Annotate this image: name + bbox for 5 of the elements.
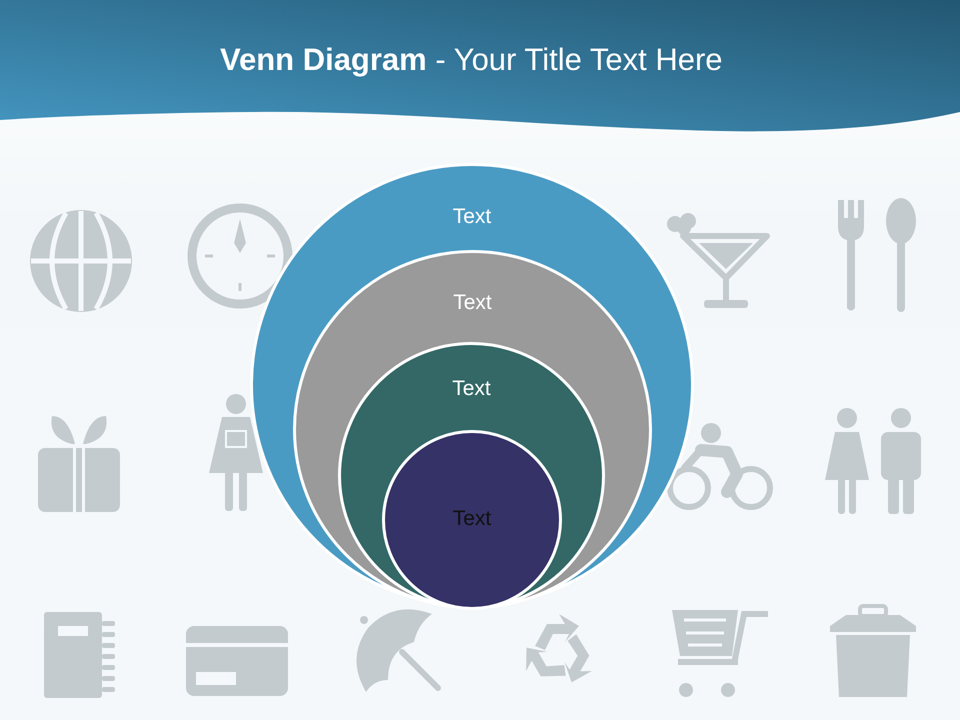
circle-label: Text <box>452 507 492 531</box>
slide-title: Venn Diagram - Your Title Text Here <box>220 41 723 79</box>
circle-label: Text <box>453 291 492 315</box>
circle-label: Text <box>452 377 491 401</box>
circle-label: Text <box>452 205 492 229</box>
